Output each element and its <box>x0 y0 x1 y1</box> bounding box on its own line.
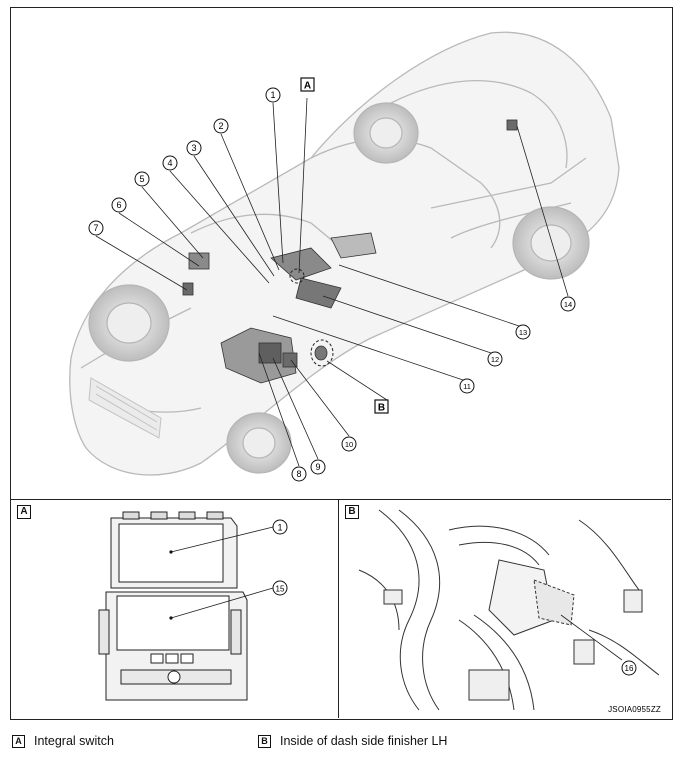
view-tag-b: B <box>374 399 389 414</box>
callout-13: 13 <box>515 324 531 340</box>
view-tag-a-label: A <box>304 81 311 92</box>
callout-10: 10 <box>341 436 357 452</box>
callout-12: 12 <box>487 351 503 367</box>
callout-3: 3 <box>186 140 202 156</box>
callout-7-label: 7 <box>93 223 98 233</box>
panel-a-callout-1-label: 1 <box>277 523 282 533</box>
dash-side-harness-illustration: 16 JSOIA0955ZZ <box>358 509 661 714</box>
callout-8: 8 <box>291 466 307 482</box>
view-tag-a: A <box>300 77 315 92</box>
view-tag-b-label: B <box>378 403 385 414</box>
panel-a-callout-15: 15 <box>272 580 288 596</box>
legend-tag-b: B <box>258 734 271 748</box>
callout-5: 5 <box>134 171 150 187</box>
callout-1: 1 <box>265 87 281 103</box>
legend-tag-a: A <box>12 734 25 748</box>
callout-14: 14 <box>560 296 576 312</box>
callout-6: 6 <box>111 197 127 213</box>
legend-item-a: A Integral switch <box>12 734 114 748</box>
legend: A Integral switch B Inside of dash side … <box>10 731 673 753</box>
panel-b-callout-16-label: 16 <box>625 664 634 673</box>
panel-a-tag: A <box>17 505 31 519</box>
panel-a-callout-1: 1 <box>272 519 288 535</box>
detail-panel-a: A <box>11 500 339 718</box>
callout-2: 2 <box>213 118 229 134</box>
panel-b-tag: B <box>345 505 359 519</box>
view-a-marker <box>289 268 305 284</box>
callout-2-label: 2 <box>218 121 223 131</box>
callout-4-label: 4 <box>167 158 172 168</box>
legend-text-a: Integral switch <box>34 734 114 748</box>
electrical-components <box>182 119 518 384</box>
callout-1-label: 1 <box>270 90 275 100</box>
leader-lines <box>95 97 569 467</box>
detail-panel-b: B 16 <box>339 500 671 718</box>
callout-7: 7 <box>88 220 104 236</box>
panel-a-callout-15-label: 15 <box>276 585 285 594</box>
callout-9: 9 <box>310 459 326 475</box>
legend-item-b: B Inside of dash side finisher LH <box>258 734 447 748</box>
view-b-marker <box>310 339 334 367</box>
callout-11-label: 11 <box>463 382 471 391</box>
legend-text-b: Inside of dash side finisher LH <box>280 734 448 748</box>
callout-13-label: 13 <box>519 328 527 337</box>
callout-5-label: 5 <box>139 174 144 184</box>
front-grille <box>88 377 162 439</box>
callout-9-label: 9 <box>315 462 320 472</box>
integral-switch-illustration: 1 15 <box>98 511 288 701</box>
callout-14-label: 14 <box>564 300 572 309</box>
drawing-code: JSOIA0955ZZ <box>608 705 661 714</box>
callout-3-label: 3 <box>191 143 196 153</box>
callout-12-label: 12 <box>491 355 499 364</box>
panel-b-callout-16: 16 <box>621 660 637 676</box>
callout-4: 4 <box>162 155 178 171</box>
callout-6-label: 6 <box>116 200 121 210</box>
wheels <box>88 102 590 474</box>
callout-8-label: 8 <box>296 469 301 479</box>
callout-10-label: 10 <box>345 440 353 449</box>
callout-11: 11 <box>459 378 475 394</box>
